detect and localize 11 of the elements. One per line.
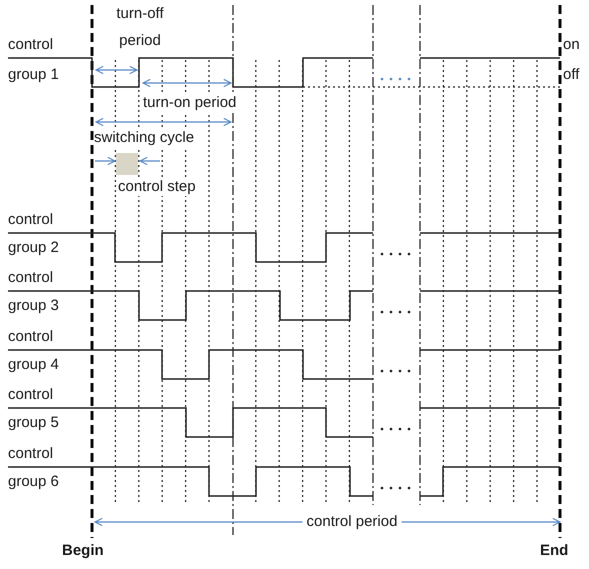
- annotation-text: turn-on period: [143, 94, 236, 112]
- signal-label: group 6: [8, 473, 59, 491]
- signal-label: group 2: [8, 239, 59, 257]
- annotation-text: switching cycle: [94, 129, 194, 147]
- annotation-text: control period: [302, 513, 402, 531]
- axis-end-label: Begin: [62, 542, 104, 560]
- signal-label: group 4: [8, 356, 59, 374]
- signal-label: group 1: [8, 66, 59, 84]
- signal-label: group 5: [8, 414, 59, 432]
- signal-label: group 3: [8, 297, 59, 315]
- annotation-text: control step: [118, 178, 196, 196]
